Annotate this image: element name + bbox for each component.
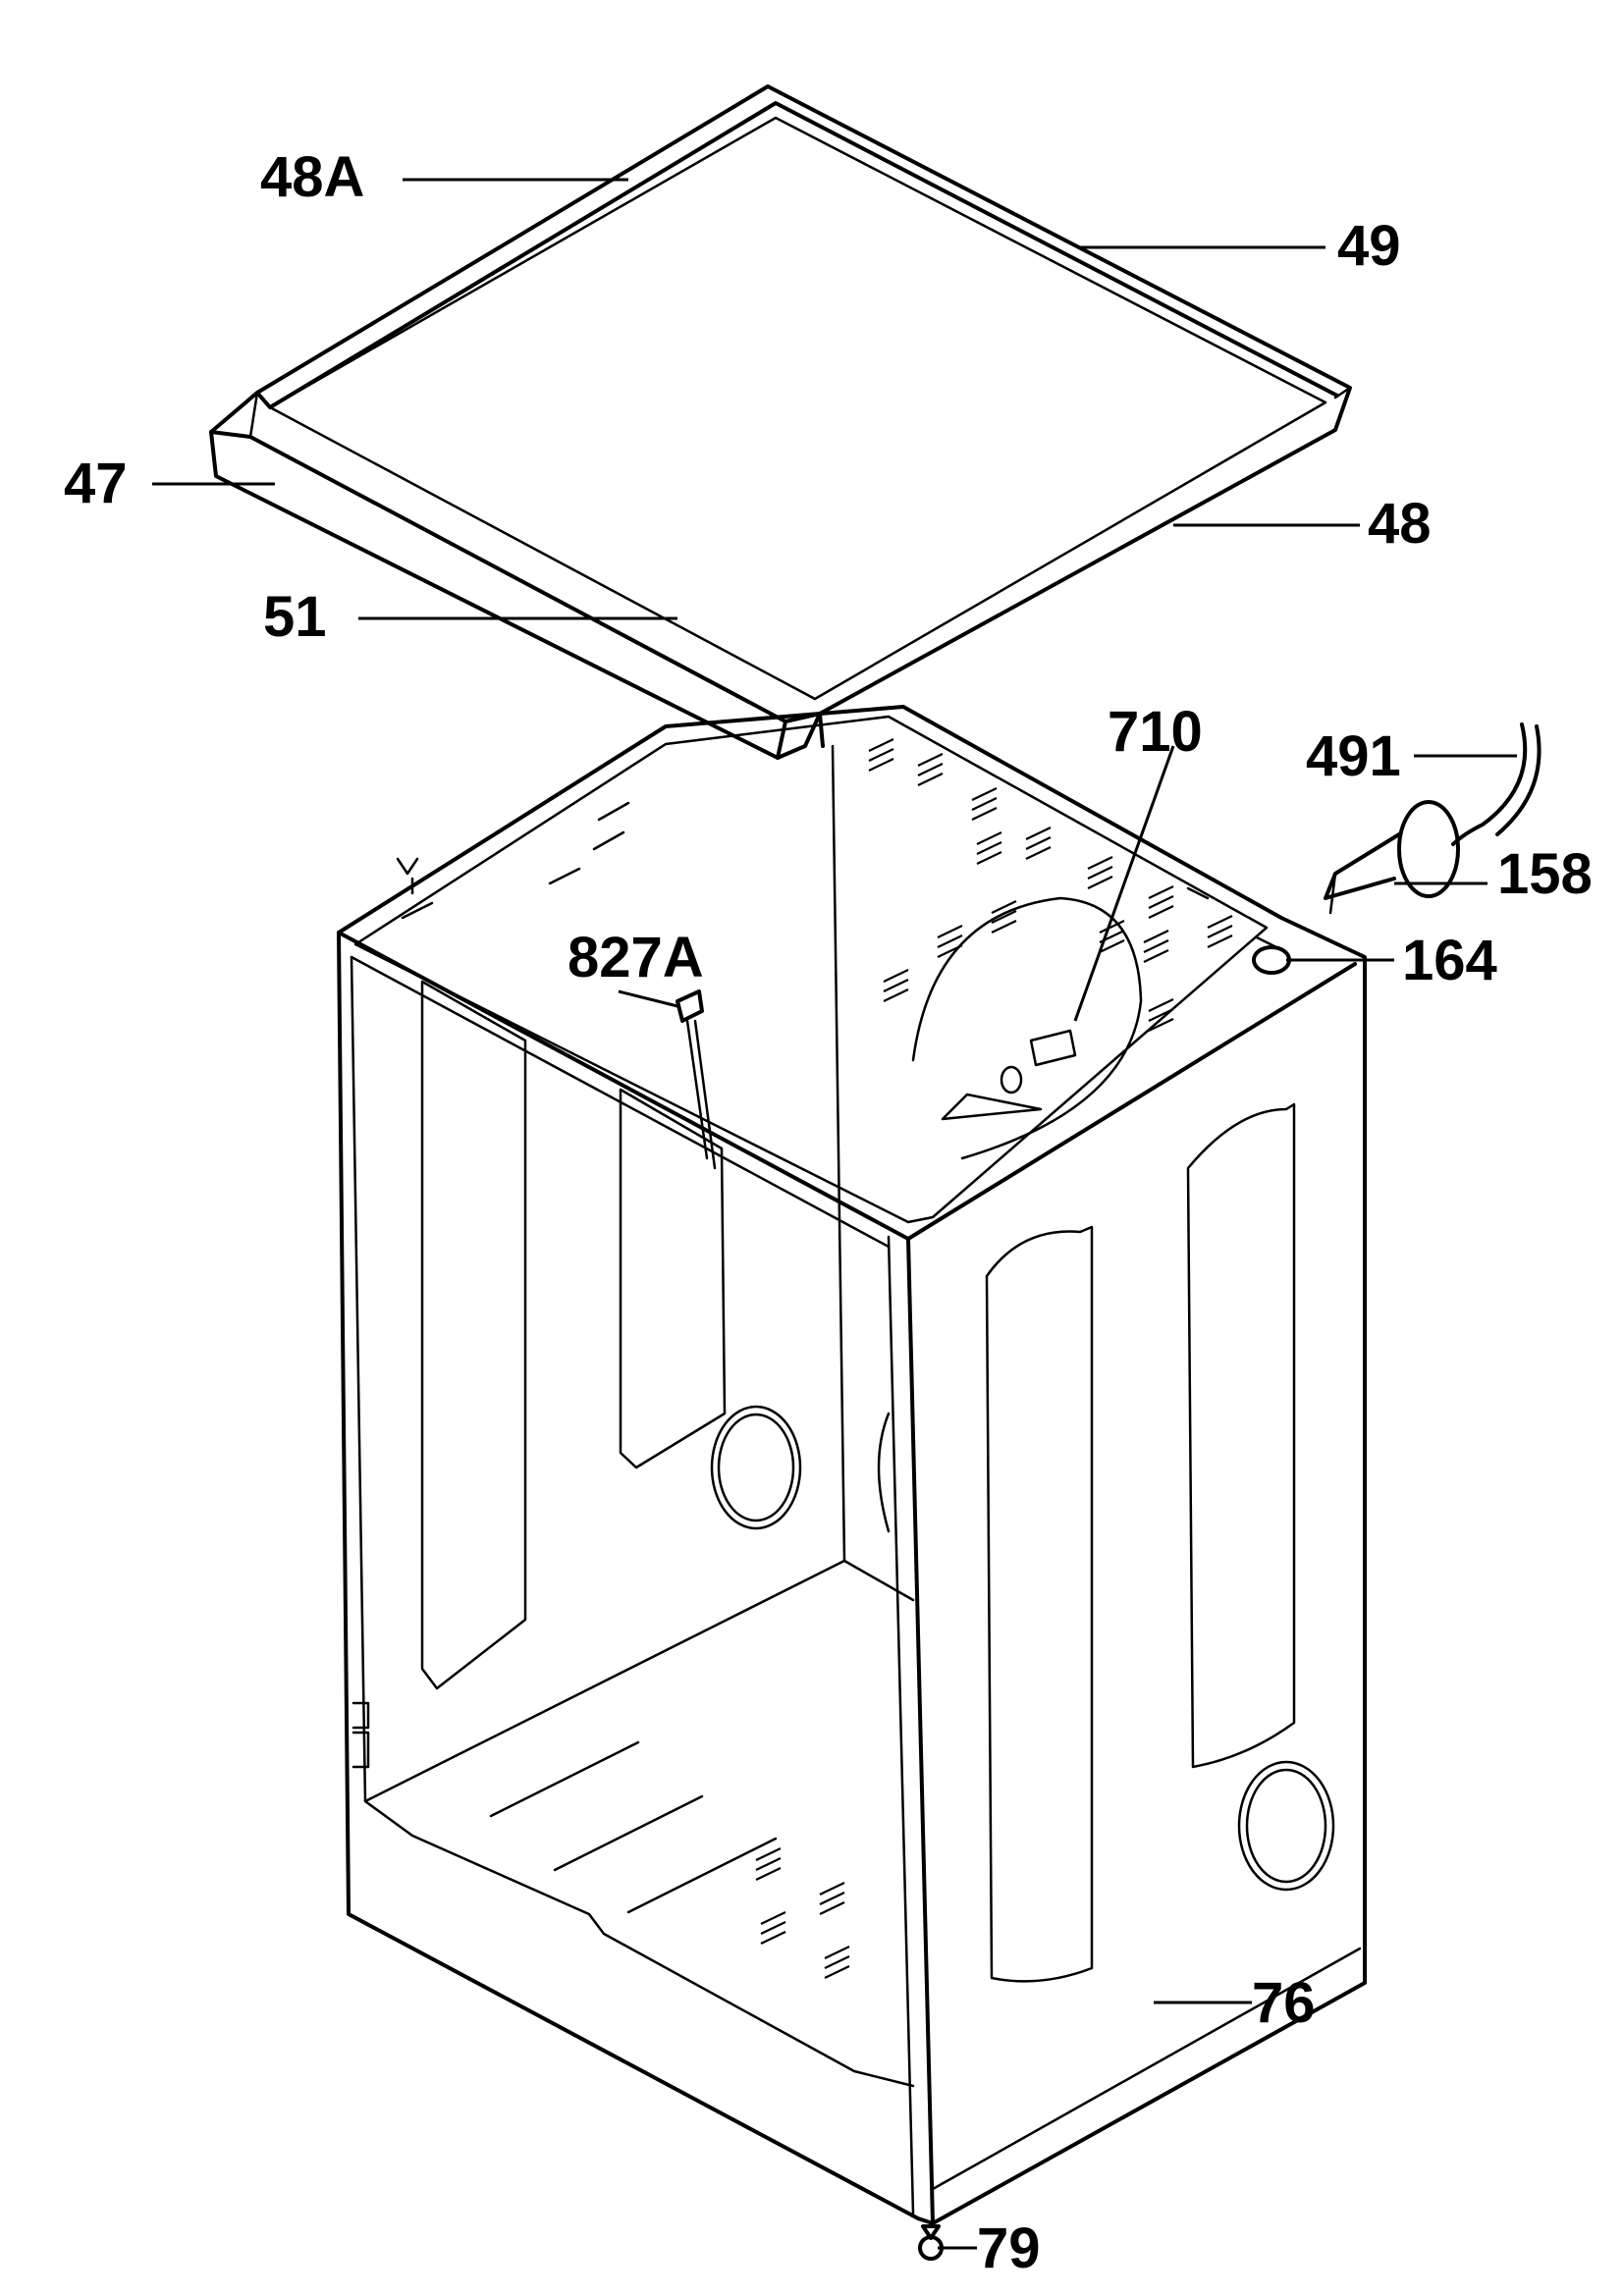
cord-assembly [1324, 722, 1542, 915]
top-panel [209, 84, 1352, 760]
cabinet-body [337, 705, 1367, 2225]
callout-48A: 48A [260, 145, 364, 209]
callout-76: 76 [1252, 1971, 1316, 2035]
callout-51: 51 [263, 585, 327, 649]
callout-47: 47 [64, 452, 128, 515]
callout-49: 49 [1337, 214, 1401, 278]
back-wall-vents [868, 738, 1233, 1032]
floor-vents [755, 1847, 850, 1979]
grommet-164 [1252, 945, 1291, 975]
foot-79 [918, 2224, 944, 2261]
leader-lines [152, 178, 1517, 2250]
callout-710: 710 [1108, 700, 1203, 764]
callout-164: 164 [1402, 929, 1497, 992]
callout-79: 79 [977, 2216, 1041, 2280]
part-710 [1000, 1029, 1077, 1095]
callout-48: 48 [1368, 492, 1432, 556]
connector-827A [676, 989, 717, 1170]
callout-827A: 827A [568, 926, 704, 989]
callout-491: 491 [1306, 724, 1401, 788]
callout-158: 158 [1497, 842, 1593, 906]
